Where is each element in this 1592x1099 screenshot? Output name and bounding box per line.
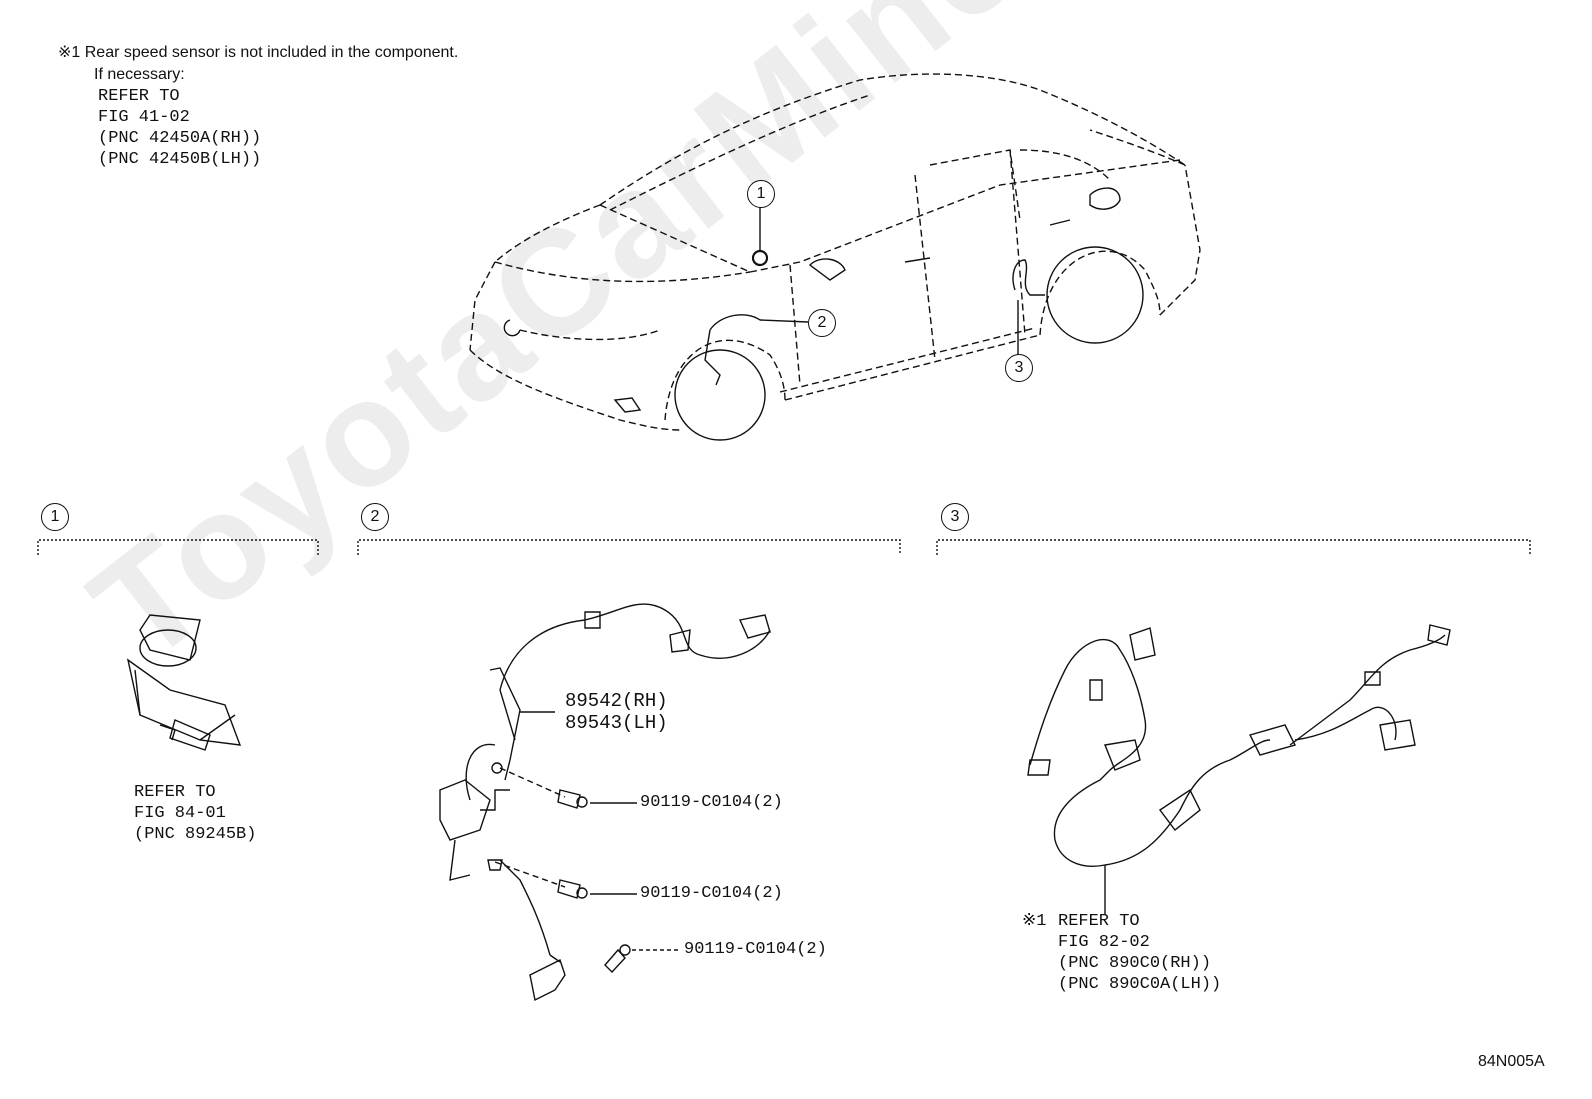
bolt-part-number-3: 90119-C0104(2) <box>684 940 827 959</box>
s3-pnc-lh: (PNC 890C0A(LH)) <box>1058 975 1222 994</box>
s1-refer: REFER TO <box>134 783 216 802</box>
bolt-part-number-1: 90119-C0104(2) <box>640 793 783 812</box>
note-line-1: ※1 Rear speed sensor is not included in … <box>58 44 459 61</box>
front-wheel <box>674 349 766 441</box>
rear-speed-sensor-harness <box>1027 624 1451 915</box>
figure-code: 84N005A <box>1478 1053 1545 1070</box>
yaw-rate-sensor <box>126 614 242 751</box>
s3-pnc-rh: (PNC 890C0(RH)) <box>1058 954 1212 973</box>
note-pnc-rh: (PNC 42450A(RH)) <box>98 129 262 148</box>
note-pnc-lh: (PNC 42450B(LH)) <box>98 150 262 169</box>
s3-mark: ※1 <box>1022 912 1047 931</box>
s1-pnc: (PNC 89245B) <box>134 825 257 844</box>
note-refer: REFER TO <box>98 87 180 106</box>
section-3-number: 3 <box>941 503 969 531</box>
callout-2: 2 <box>808 309 836 337</box>
note-fig: FIG 41-02 <box>98 108 190 127</box>
section-2-number: 2 <box>361 503 389 531</box>
section-1-number: 1 <box>41 503 69 531</box>
callout-1: 1 <box>747 180 775 208</box>
section-brackets <box>37 539 1531 555</box>
bolts <box>494 767 680 974</box>
rear-wheel <box>1046 246 1144 344</box>
s3-fig: FIG 82-02 <box>1058 933 1150 952</box>
note-if-necessary: If necessary: <box>94 66 185 83</box>
bolt-part-number-2: 90119-C0104(2) <box>640 884 783 903</box>
callout-3: 3 <box>1005 354 1033 382</box>
part-number-rh: 89542(RH) <box>565 690 668 712</box>
part-number-lh: 89543(LH) <box>565 712 668 734</box>
front-speed-sensor-harness <box>439 603 771 1002</box>
car-illustration <box>469 73 1201 431</box>
s1-fig: FIG 84-01 <box>134 804 226 823</box>
s3-refer: REFER TO <box>1058 912 1140 931</box>
